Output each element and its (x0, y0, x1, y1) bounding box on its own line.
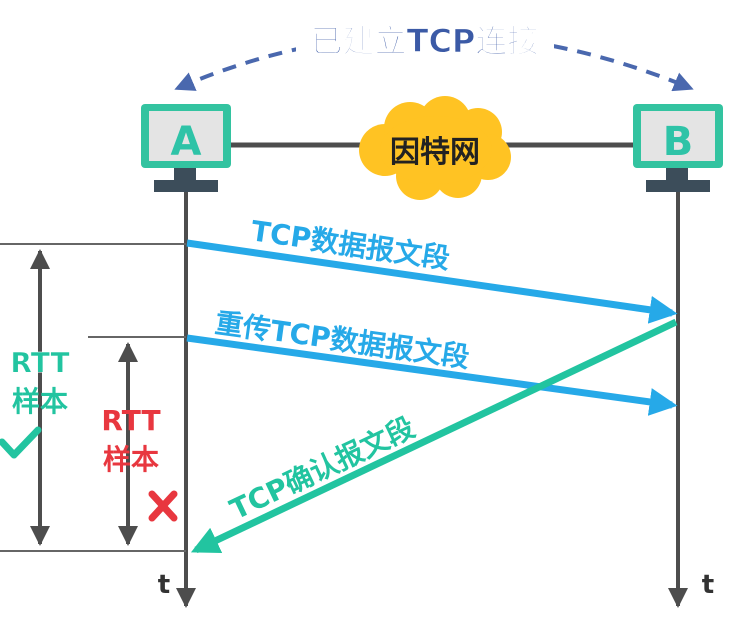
title-backdrop (296, 18, 554, 62)
ack-segment-arrow (190, 318, 678, 554)
rtt-invalid-label-line2: 样本 (103, 443, 159, 476)
host-b-monitor-icon (633, 104, 723, 192)
internet-cloud-icon (359, 96, 511, 200)
connection-title: 已建立TCP连接 (311, 22, 540, 60)
rtt-invalid-label-line1: RTT (101, 404, 160, 437)
timeline-a-label: t (158, 570, 170, 600)
host-b-label: B (663, 119, 694, 165)
rtt-valid-label-line1: RTT (10, 346, 69, 379)
timeline-b-label: t (702, 570, 714, 600)
internet-label: 因特网 (390, 135, 480, 170)
host-a-monitor-icon (141, 104, 231, 192)
data-segment-arrow (186, 239, 678, 324)
check-icon (0, 426, 42, 459)
connection-arc (174, 32, 694, 92)
retransmit-segment-arrow (186, 334, 678, 416)
retransmit-segment-label: 重传TCP数据报文段 (213, 306, 471, 374)
host-a-label: A (171, 119, 202, 165)
cross-icon (148, 490, 178, 522)
rtt-valid-label-line2: 样本 (12, 385, 68, 418)
ack-segment-label: TCP确认报文段 (225, 411, 420, 527)
